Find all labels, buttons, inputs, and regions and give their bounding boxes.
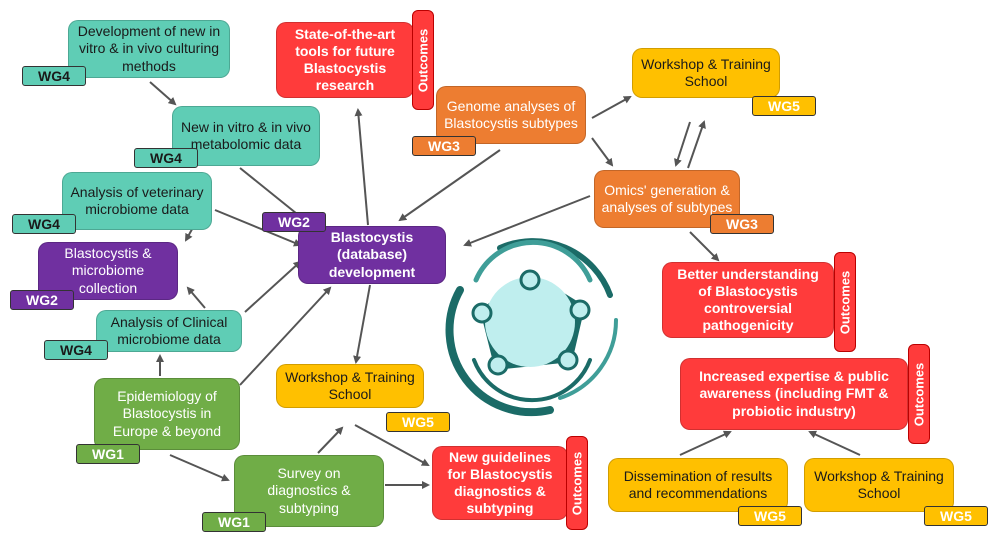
outcomes-tools: Outcomes xyxy=(412,10,434,110)
arrow-genome-to-workshop xyxy=(591,96,632,119)
arrow-database-to-workshop xyxy=(353,284,371,364)
node-survey: Survey on diagnostics & subtyping xyxy=(234,455,384,527)
arrow-survey-to-workshop xyxy=(317,426,344,454)
arrow-dissemination-to-expertise xyxy=(679,430,732,456)
node-pathogenicity-text: Better understanding of Blastocystis con… xyxy=(677,265,819,334)
arrow-workshop-to-guidelines xyxy=(354,424,430,466)
node-expertise: Increased expertise & public awareness (… xyxy=(680,358,908,430)
tag-wg1-epidemiology: WG1 xyxy=(76,444,140,464)
tag-wg4-culturing: WG4 xyxy=(22,66,86,86)
tag-wg4-metabolomic: WG4 xyxy=(134,148,198,168)
node-dissemination: Dissemination of results and recommendat… xyxy=(608,458,788,512)
tag-wg1-survey: WG1 xyxy=(202,512,266,532)
node-veterinary: Analysis of veterinary microbiome data xyxy=(62,172,212,230)
node-culturing-methods: Development of new in vitro & in vivo cu… xyxy=(68,20,230,78)
arrow-database-to-tools xyxy=(354,108,369,226)
arrow-omics-to-pathogenicity xyxy=(689,231,720,262)
node-clinical-text: Analysis of Clinical microbiome data xyxy=(110,313,228,347)
node-database-text: Blastocystis (database) development xyxy=(328,229,416,280)
arrow-culturing-to-metabolomic xyxy=(149,81,177,106)
arrow-genome-to-database xyxy=(398,149,501,222)
arrow-genome-to-omics xyxy=(591,137,614,167)
arrow-workshop-to-omics xyxy=(674,121,691,167)
node-collection-text: Blastocystis & microbiome collection xyxy=(64,245,152,296)
tag-wg5-dissemination: WG5 xyxy=(738,506,802,526)
node-genome-text: Genome analyses of Blastocystis subtypes xyxy=(444,97,578,131)
arrow-omics-to-database xyxy=(463,195,591,247)
node-workshop-center: Workshop & Training School xyxy=(276,364,424,408)
node-dissemination-text: Dissemination of results and recommendat… xyxy=(623,467,773,501)
node-database: Blastocystis (database) development xyxy=(298,226,446,284)
arrow-omics-to-workshop xyxy=(687,120,706,169)
arrow-epidemiology-to-database xyxy=(239,286,332,386)
node-omics-text: Omics' generation & analyses of subtypes xyxy=(601,181,733,215)
outcomes-expertise: Outcomes xyxy=(908,344,930,444)
node-survey-text: Survey on diagnostics & subtyping xyxy=(267,465,351,516)
node-culturing-text: Development of new in vitro & in vivo cu… xyxy=(77,23,221,74)
tag-wg5-workshop-bottom: WG5 xyxy=(924,506,988,526)
arrow-clinical-to-collection xyxy=(186,286,206,309)
arrow-clinical-to-database xyxy=(244,260,302,313)
arrow-epidemiology-to-survey xyxy=(169,454,230,482)
node-tools-text: State-of-the-art tools for future Blasto… xyxy=(294,25,396,94)
node-workshop-top-text: Workshop & Training School xyxy=(641,55,771,89)
node-veterinary-text: Analysis of veterinary microbiome data xyxy=(70,183,204,217)
node-expertise-text: Increased expertise & public awareness (… xyxy=(699,368,889,419)
node-workshop-bottom-text: Workshop & Training School xyxy=(814,467,944,501)
tag-wg3-omics: WG3 xyxy=(710,214,774,234)
node-tools: State-of-the-art tools for future Blasto… xyxy=(276,22,414,98)
outcomes-guidelines: Outcomes xyxy=(566,436,588,530)
node-workshop-bottom: Workshop & Training School xyxy=(804,458,954,512)
arrow-veterinary-to-database xyxy=(214,209,302,247)
node-guidelines-text: New guidelines for Blastocystis diagnost… xyxy=(447,448,553,517)
node-guidelines: New guidelines for Blastocystis diagnost… xyxy=(432,446,568,520)
node-epidemiology: Epidemiology of Blastocystis in Europe &… xyxy=(94,378,240,450)
tag-wg4-veterinary: WG4 xyxy=(12,214,76,234)
tag-wg5-workshop-top: WG5 xyxy=(752,96,816,116)
outcomes-pathogenicity: Outcomes xyxy=(834,252,856,352)
tag-wg5-workshop-center: WG5 xyxy=(386,412,450,432)
node-pathogenicity: Better understanding of Blastocystis con… xyxy=(662,262,834,338)
node-workshop-center-text: Workshop & Training School xyxy=(285,368,415,402)
node-genome: Genome analyses of Blastocystis subtypes xyxy=(436,86,586,144)
tag-wg2-collection: WG2 xyxy=(10,290,74,310)
node-clinical: Analysis of Clinical microbiome data xyxy=(96,310,242,352)
tag-wg3-genome: WG3 xyxy=(412,136,476,156)
tag-wg2-database: WG2 xyxy=(262,212,326,232)
arrow-workshop-to-expertise xyxy=(808,430,861,456)
node-workshop-top: Workshop & Training School xyxy=(632,48,780,98)
tag-wg4-clinical: WG4 xyxy=(44,340,108,360)
node-metabolomic-text: New in vitro & in vivo metabolomic data xyxy=(181,118,311,152)
node-epidemiology-text: Epidemiology of Blastocystis in Europe &… xyxy=(112,388,222,439)
logo-icon xyxy=(445,238,619,417)
